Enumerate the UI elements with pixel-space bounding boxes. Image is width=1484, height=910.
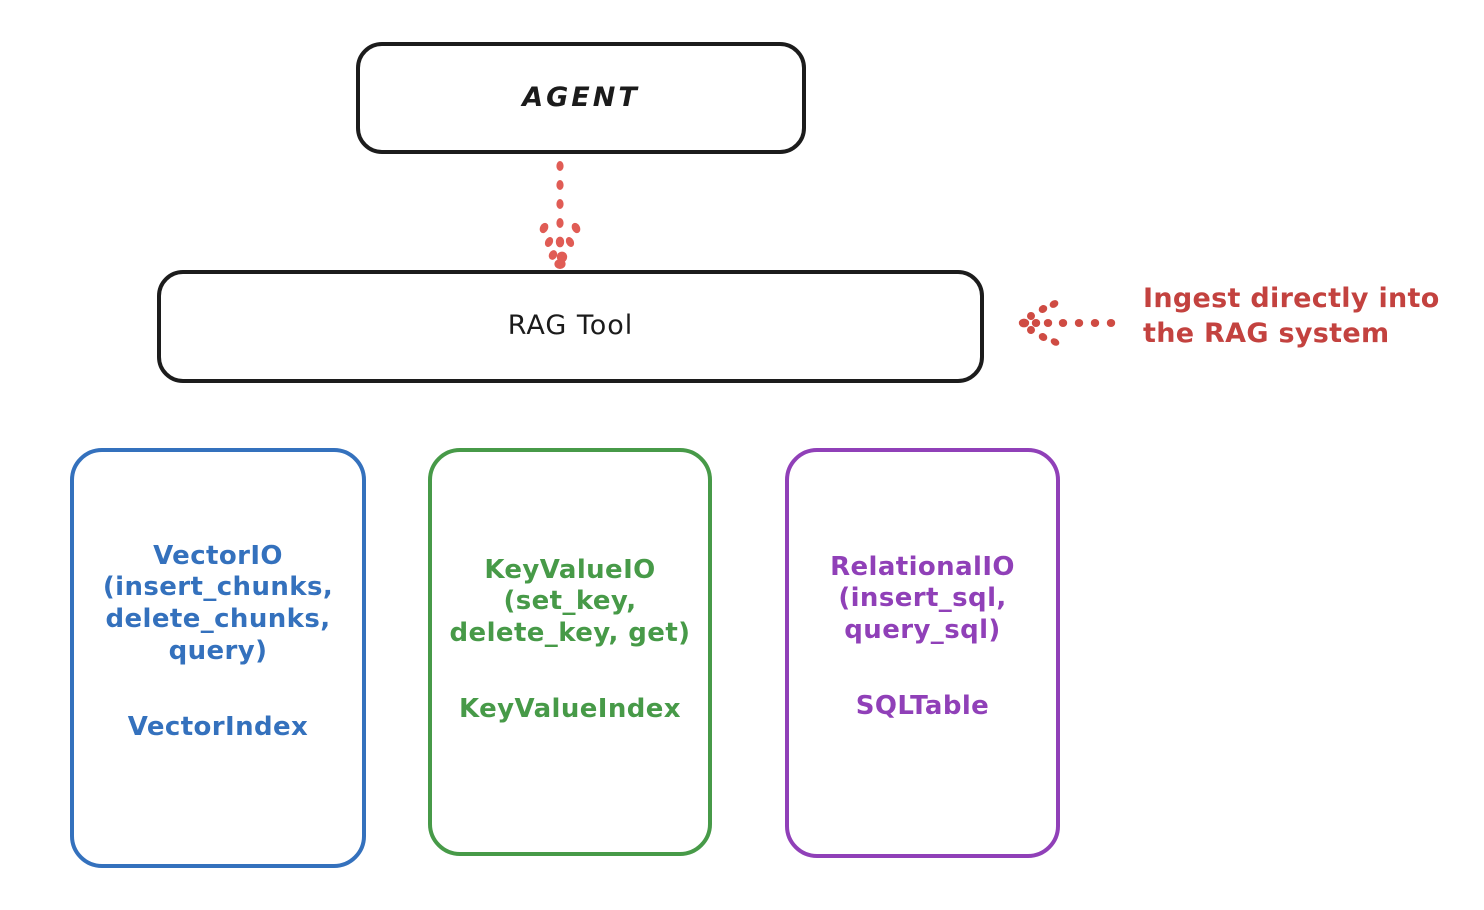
rag-tool-node[interactable]: RAG Tool xyxy=(157,270,984,383)
relational-io-index-label: SQLTable xyxy=(855,690,990,721)
key-value-io-content: KeyValueIO (set_key, delete_key, get) Ke… xyxy=(400,555,740,726)
vector-io-content: VectorIO (insert_chunks, delete_chunks, … xyxy=(48,541,388,744)
vector-io-index-label: VectorIndex xyxy=(127,711,309,742)
key-value-io-provider-node[interactable]: KeyValueIO (set_key, delete_key, get) Ke… xyxy=(428,448,712,856)
vector-io-api-label: VectorIO (insert_chunks, delete_chunks, … xyxy=(102,540,334,666)
ingest-annotation-text: Ingest directly into the RAG system xyxy=(1143,283,1440,350)
ingest-pointer-arrow-icon xyxy=(1018,300,1116,346)
relational-io-content: RelationalIO (insert_sql, query_sql) SQL… xyxy=(753,552,1093,723)
agent-node-label: AGENT xyxy=(522,81,640,113)
key-value-io-index-label: KeyValueIndex xyxy=(459,693,681,724)
agent-node[interactable]: AGENT xyxy=(356,42,806,154)
relational-io-api-label: RelationalIO (insert_sql, query_sql) xyxy=(830,551,1015,645)
key-value-io-api-label: KeyValueIO (set_key, delete_key, get) xyxy=(449,554,691,648)
agent-to-rag-tool-arrow-icon xyxy=(539,161,581,269)
rag-tool-node-label: RAG Tool xyxy=(507,310,634,342)
vector-io-provider-node[interactable]: VectorIO (insert_chunks, delete_chunks, … xyxy=(70,448,366,868)
relational-io-provider-node[interactable]: RelationalIO (insert_sql, query_sql) SQL… xyxy=(785,448,1060,858)
